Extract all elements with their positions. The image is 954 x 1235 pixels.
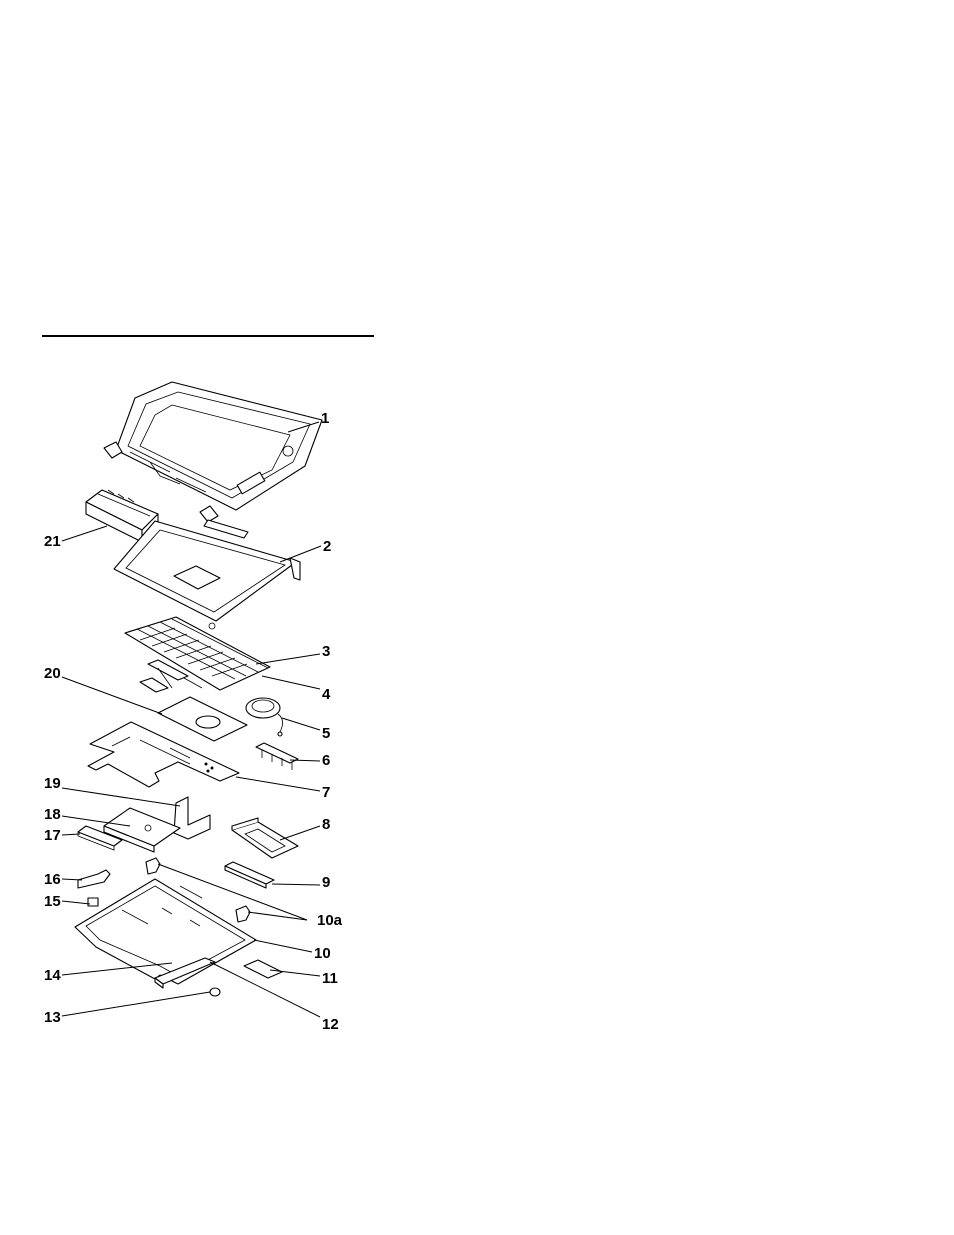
callout-14: 14	[44, 967, 61, 984]
callout-13: 13	[44, 1009, 61, 1026]
base-cover-icon	[75, 879, 256, 984]
small-cap-icon	[88, 898, 98, 906]
callout-15: 15	[44, 893, 61, 910]
callout-12: 12	[322, 1016, 339, 1033]
latch-icon	[78, 870, 110, 888]
callout-2: 2	[323, 538, 331, 555]
bracket-icon	[256, 743, 298, 770]
callout-1: 1	[321, 410, 329, 427]
callout-10: 10	[314, 945, 331, 962]
callout-19: 19	[44, 775, 61, 792]
keyboard-icon	[125, 617, 270, 690]
cover-strip-icon	[225, 862, 274, 888]
callout-16: 16	[44, 871, 61, 888]
callout-5: 5	[322, 725, 330, 742]
callout-8: 8	[322, 816, 330, 833]
callout-6: 6	[322, 752, 330, 769]
callout-7: 7	[322, 784, 330, 801]
callout-20: 20	[44, 665, 61, 682]
keyboard-bezel-icon	[114, 520, 300, 629]
callout-10a: 10a	[317, 912, 343, 929]
lcd-display-icon	[104, 382, 322, 522]
drive-assembly-icon	[232, 818, 298, 858]
callout-21: 21	[44, 533, 61, 550]
callout-3: 3	[322, 643, 330, 660]
speaker-icon	[246, 698, 283, 736]
rubber-foot-icon	[210, 988, 220, 996]
flex-cable-icon	[174, 797, 210, 839]
callout-17: 17	[44, 827, 61, 844]
callout-18: 18	[44, 806, 61, 823]
callout-9: 9	[322, 874, 330, 891]
callout-4: 4	[322, 686, 331, 703]
insulator-sheet-icon	[158, 697, 247, 741]
callout-11: 11	[322, 970, 338, 987]
small-plate-icon	[244, 960, 282, 978]
